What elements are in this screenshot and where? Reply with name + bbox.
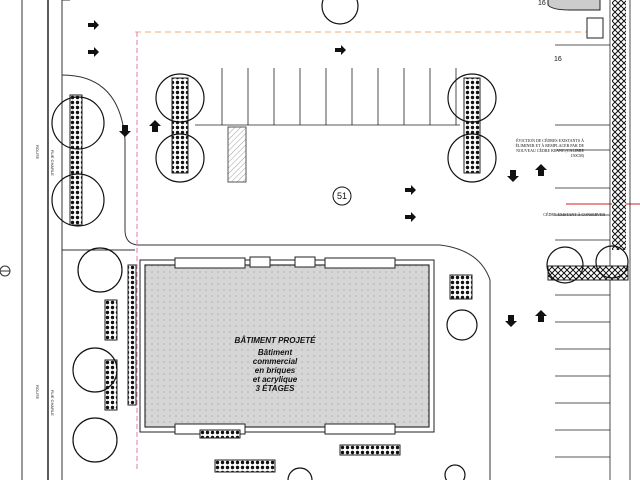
arrow-up-icon — [535, 164, 547, 176]
accessible-stall — [227, 126, 247, 183]
arrow-down-icon — [505, 315, 517, 327]
container-pad — [586, 17, 604, 39]
building-title: BÂTIMENT PROJETÉ — [234, 336, 316, 345]
parking-stalls-top — [195, 68, 460, 126]
building-desc-line: et acrylique — [252, 375, 298, 384]
trees — [51, 0, 629, 480]
stall-count: 51 — [336, 191, 347, 201]
building-desc-line: Bâtiment — [257, 348, 293, 357]
island-top — [547, 0, 601, 11]
arrow-right-icon — [405, 185, 416, 195]
setback-line — [135, 31, 640, 470]
arrow-up-icon — [535, 310, 547, 322]
arrow-right-icon — [88, 20, 99, 30]
row-label: 16 — [554, 56, 562, 63]
cedar-replace-note: ÉVICTION DE CÈDRES EXISTANTS À ÉLIMINER … — [515, 138, 584, 158]
parking-stalls-right — [555, 0, 631, 480]
building-desc-line: 3 ÉTAGES — [255, 384, 295, 393]
arrow-right-icon — [405, 212, 416, 222]
street-label-route: ROUTE — [35, 385, 40, 399]
building-description: Bâtiment commercial en briques et acryli… — [200, 348, 350, 393]
arrow-right-icon — [88, 47, 99, 57]
row-label: 16 — [538, 0, 546, 7]
street-label-rue: RUE CHARLE — [50, 390, 55, 416]
building-desc-line: en briques — [254, 366, 296, 375]
cedar-hedge — [612, 0, 626, 250]
cedar-keep-note: CÈDRE EXISTANT À CONSERVER — [543, 212, 605, 217]
street-lines — [21, 0, 491, 480]
street-label-rue: RUE CHARLE — [50, 150, 55, 176]
traffic-arrows — [88, 20, 547, 327]
stall-count-circle — [332, 186, 352, 206]
building-footprint — [139, 256, 435, 435]
arrow-down-icon — [507, 170, 519, 182]
arrow-up-icon — [149, 120, 161, 132]
arrow-down-icon — [119, 125, 131, 137]
shrub-beds — [69, 77, 629, 473]
street-label-route: ROUTE — [35, 145, 40, 159]
arrow-right-icon — [335, 45, 346, 55]
building-desc-line: commercial — [252, 357, 298, 366]
